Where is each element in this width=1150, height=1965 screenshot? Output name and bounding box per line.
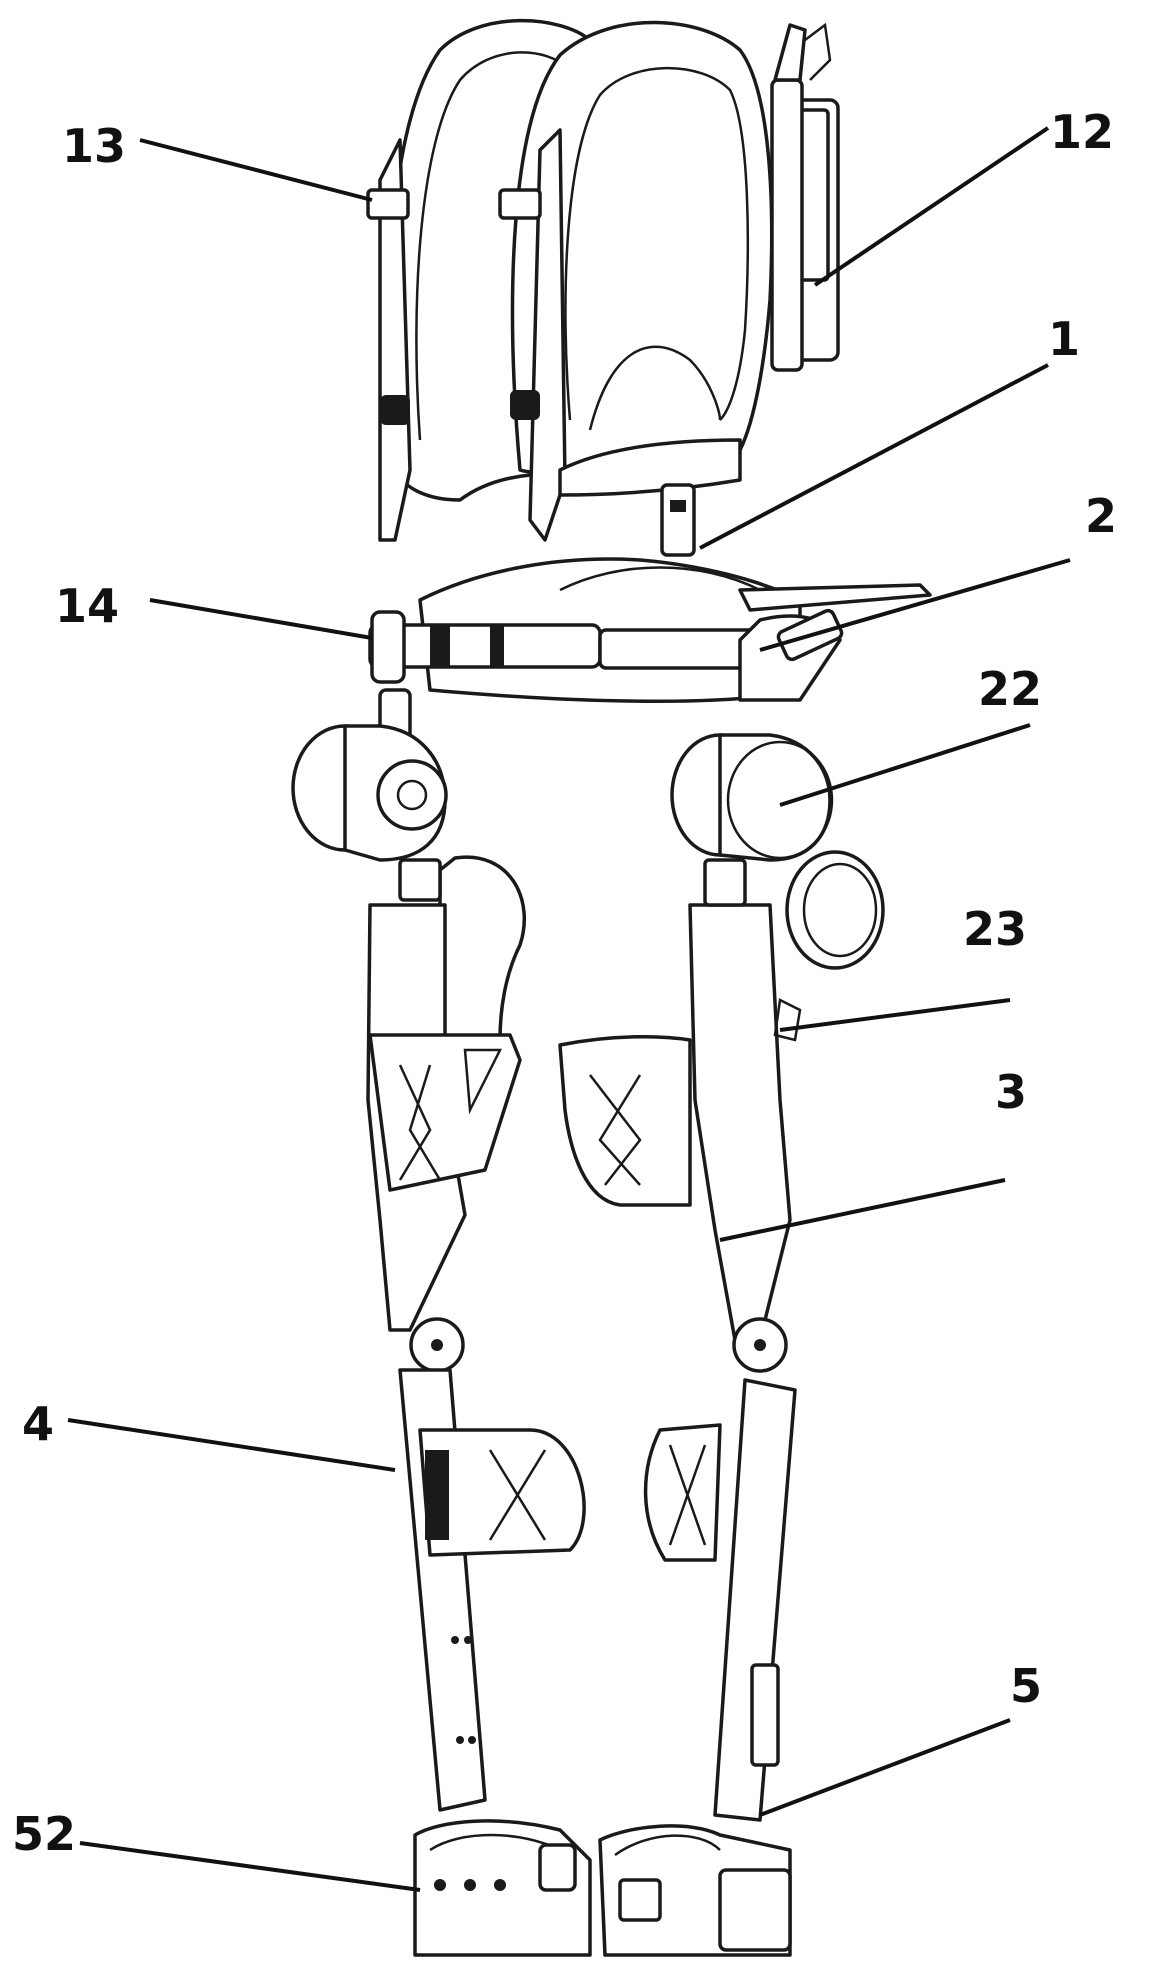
foot-left	[415, 1821, 590, 1955]
label-23: 23	[963, 902, 1027, 956]
hip-joint-left	[293, 726, 446, 860]
shank-frame-right	[646, 1380, 795, 1820]
foot-right	[600, 1826, 790, 1955]
thigh-frame-left	[368, 857, 524, 1371]
shoulder-harness	[368, 21, 772, 540]
control-box	[772, 25, 838, 370]
label-22: 22	[978, 662, 1042, 716]
label-52: 52	[12, 1807, 76, 1861]
label-5: 5	[1010, 1659, 1042, 1713]
waist-belt	[370, 559, 930, 780]
motor-pod-23	[787, 852, 883, 968]
back-connector	[662, 485, 694, 555]
label-14: 14	[55, 579, 119, 633]
label-3: 3	[995, 1065, 1027, 1119]
thigh-frame-right	[560, 860, 800, 1371]
shank-frame-left	[400, 1370, 584, 1810]
label-13: 13	[62, 119, 126, 173]
label-2: 2	[1085, 489, 1117, 543]
label-12: 12	[1050, 105, 1114, 159]
label-4: 4	[22, 1397, 54, 1451]
label-1: 1	[1048, 312, 1080, 366]
